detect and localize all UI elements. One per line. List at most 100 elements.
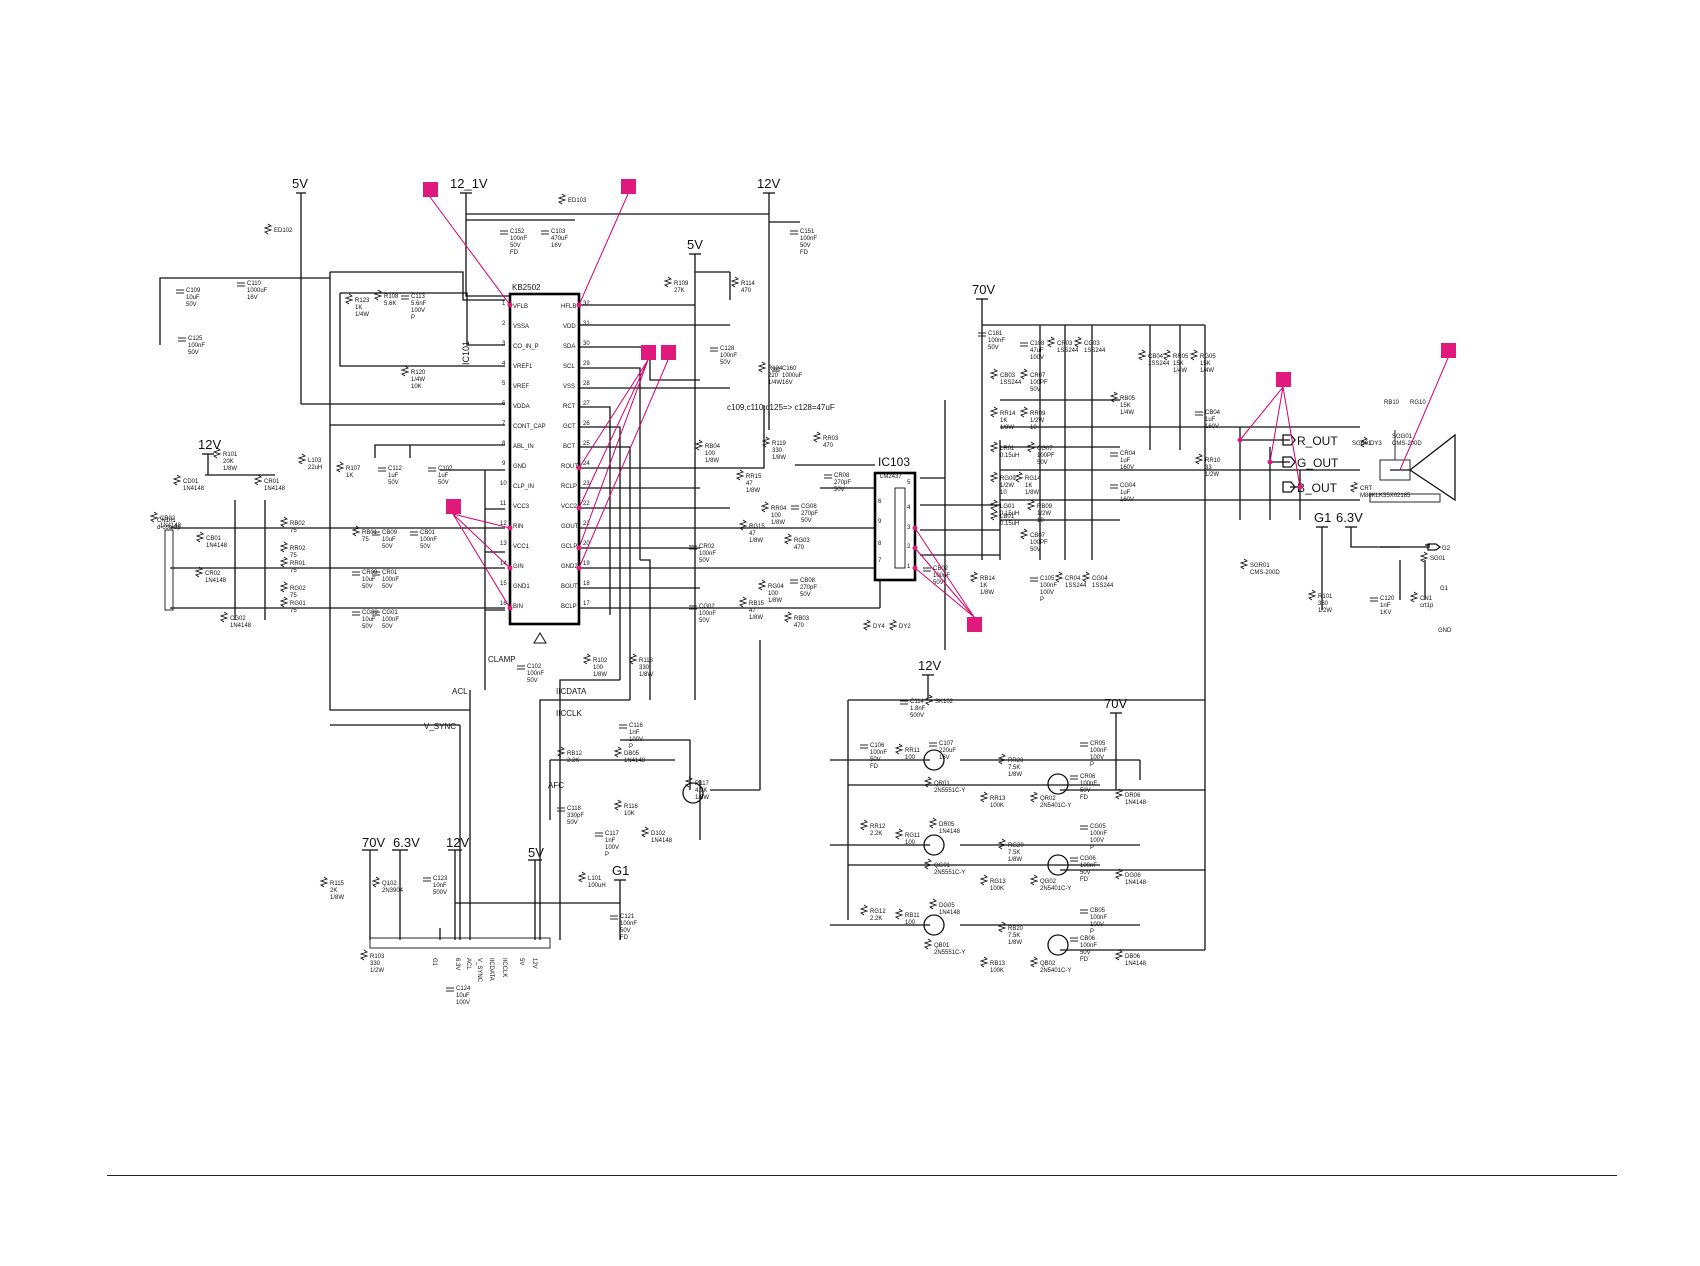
component-label-l103: L103 [308,458,322,464]
svg-text:BCT: BCT [563,444,575,450]
transistor-qg02 [1047,854,1069,876]
component-label-rr04: RR04 [771,506,787,512]
component-label-r103: R103 [370,954,385,960]
component-value-rr02: 75 [290,553,297,559]
capacitor-cg05 [1080,825,1088,830]
svg-text:5: 5 [907,480,911,486]
component-value-rg12: 2.2K [870,916,882,922]
svg-text:VFLB: VFLB [513,304,528,310]
svg-text:6.3V: 6.3V [393,835,420,850]
component-label-c105: C105 [1040,576,1055,582]
transistor-q102 [682,782,704,804]
component-label-cb02: CB02 [160,516,176,522]
svg-text:6: 6 [502,401,506,407]
component-value-cr02: 1N4148 [205,578,227,584]
component-label-r102: R102 [593,658,608,664]
component-label-qr01: QR01 [934,781,950,787]
component-value-c108: 100V [1030,355,1044,361]
component-value-cb09: 10uF [382,537,396,543]
component-value-cg04: 160V [1120,497,1134,503]
svg-text:5V: 5V [528,845,544,860]
capacitor-c123 [423,877,431,882]
component-rr02 [279,541,289,553]
component-cg07 [1026,441,1036,453]
component-value-cb09: 50V [382,544,393,550]
svg-text:c109,c110,c125=> c128=47uF: c109,c110,c125=> c128=47uF [727,403,835,412]
component-value-c123: 10nF [433,883,447,889]
component-value-rb03: 470 [794,623,805,629]
component-value-cr02: 50V [699,558,710,564]
svg-text:CMS-200D: CMS-200D [1392,441,1422,447]
component-label-rr14: RR14 [1000,411,1016,417]
svg-text:GCT: GCT [563,424,576,430]
component-label-db06: DB06 [1125,954,1141,960]
svg-text:RCT: RCT [563,404,576,410]
component-value-cb01: 50V [420,544,431,550]
svg-text:IC103: IC103 [878,455,910,469]
component-rr20 [997,753,1007,765]
component-label-r124: R124 [768,366,783,372]
component-value-rb15: 1/8W [749,615,763,621]
svg-text:VCC2: VCC2 [561,504,578,510]
component-value-c125: 100nF [188,343,205,349]
connector-cn101: CN101 d-con-6p [157,518,181,611]
component-value-rb04: 100 [705,451,716,457]
component-label-cg02: CG02 [230,616,246,622]
rail-12v-top: 12V [757,176,780,220]
component-value-c106: 50V [870,757,881,763]
component-label-cr01: CR01 [382,570,398,576]
component-crt [1349,481,1359,493]
component-label-c117: C117 [605,831,620,837]
component-label-cn1: CN1 [1420,596,1433,602]
capacitor-cb04 [1195,411,1203,416]
component-value-cg06: FD [1080,877,1089,883]
component-rr09 [1019,406,1029,418]
component-value-c110: 16V [247,295,258,301]
component-rg15 [738,519,748,531]
component-lb01 [989,509,999,521]
rail-12v-left: 12V [198,437,221,475]
component-rb09 [1026,499,1036,511]
component-label-c124: C124 [456,986,471,992]
component-label-r123: R123 [355,298,370,304]
svg-text:16: 16 [500,601,507,607]
crt-tube: SGG01 CMS-200D RB10 RG10 SGB01 G2 G1 GND [1352,400,1456,634]
component-value-cb04: 1SS244 [1148,361,1170,367]
capacitor-cr08 [824,474,832,479]
component-r123 [344,293,354,305]
component-label-c160: C160 [782,366,797,372]
component-label-lr01: LR01 [1000,446,1015,452]
component-cb01 [195,531,205,543]
component-value-c160: 16V [782,380,793,386]
footer-rule [107,1175,1617,1176]
capacitor-c118 [557,807,565,812]
component-value-cg01: 50V [382,624,393,630]
capacitor-cb02 [923,567,931,572]
component-label-c110: C110 [247,281,262,287]
svg-text:RB10: RB10 [1384,400,1400,406]
component-label-qg01: QG01 [934,863,951,869]
component-value-r101: 1/2W [1318,608,1332,614]
component-value-r119: 1/8W [772,455,786,461]
svg-text:CLP_IN: CLP_IN [513,484,534,490]
svg-text:VSSA: VSSA [513,324,529,330]
component-label-ed102: ED102 [274,228,293,234]
capacitor-c116 [619,724,627,729]
component-cr04 [1054,571,1064,583]
svg-text:12: 12 [500,521,507,527]
component-label-rg02: RG02 [290,586,306,592]
svg-text:VCC3: VCC3 [513,504,530,510]
component-rg01 [279,596,289,608]
component-value-c121: 50V [620,928,631,934]
component-label-c107: C107 [939,741,954,747]
component-value-c181: 50V [988,345,999,351]
component-sg01 [1419,551,1429,563]
svg-text:18: 18 [583,581,590,587]
component-value-cr08: 50V [834,487,845,493]
svg-text:GND: GND [1438,628,1452,634]
component-value-c105: 100V [1040,590,1054,596]
svg-text:BIN: BIN [513,604,523,610]
component-value-r124: 220 [768,373,779,379]
component-value-c152: 50V [510,243,521,249]
